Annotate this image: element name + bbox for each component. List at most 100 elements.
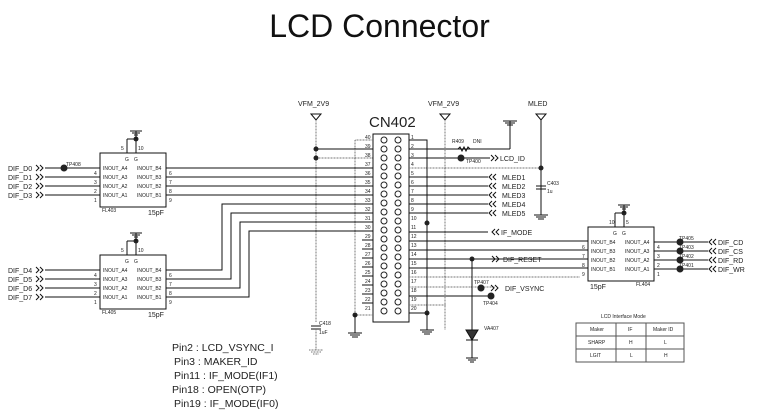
- pin-label: INOUT_B2: [137, 286, 162, 292]
- pin-number: 34: [365, 189, 371, 195]
- pin-number: 1: [411, 135, 414, 141]
- pin-number: 5: [121, 248, 124, 254]
- ground-icon: [130, 232, 142, 238]
- c403-value: 1u: [547, 189, 553, 195]
- offpage-connector-icon: [35, 164, 44, 172]
- pin-number: 33: [365, 198, 371, 204]
- tp404-label: TP404: [483, 301, 498, 307]
- table-cell: LGIT: [590, 353, 601, 359]
- pin-number: 4: [94, 171, 97, 177]
- filter-ref: FL405: [102, 310, 116, 316]
- pin-number: 29: [365, 234, 371, 240]
- filter-cap: 15pF: [590, 284, 606, 291]
- pin-circle: [380, 190, 388, 198]
- pin-number: 8: [169, 189, 172, 195]
- ground-icon: [420, 329, 434, 335]
- offpage-connector-icon: [708, 256, 717, 264]
- filter-ref: FL404: [636, 282, 650, 288]
- lcd-interface-mode-table: LCD Interface Mode Maker IF Maker ID SHA…: [575, 314, 685, 363]
- pin-label: INOUT_B1: [591, 267, 616, 273]
- signal-label: DIF_CD: [718, 240, 743, 247]
- table-cell: H: [629, 340, 633, 346]
- mled-net-label: MLED4: [502, 202, 525, 209]
- pin-number: 3: [657, 254, 660, 260]
- pin-number: 6: [169, 171, 172, 177]
- pin-label: INOUT_B2: [591, 258, 616, 264]
- pin-number: 4: [94, 273, 97, 279]
- fl403-bus: [166, 167, 373, 196]
- pin-note: Pin19 : IF_MODE(IF0): [174, 398, 278, 410]
- pin-circle: [394, 190, 402, 198]
- dni-label: DNI: [473, 139, 482, 145]
- pin-circle: [394, 280, 402, 288]
- pin-circle: [380, 289, 388, 297]
- junction-dot: [313, 155, 319, 161]
- offpage-connector-icon: [488, 173, 497, 181]
- filter-body: [99, 254, 167, 310]
- pin-number: 9: [169, 300, 172, 306]
- pin-circle: [394, 154, 402, 162]
- ground-icon: [309, 349, 323, 355]
- pin-number: 4: [411, 162, 414, 168]
- pin-number: 26: [365, 261, 371, 267]
- pin-label: INOUT_A2: [103, 184, 128, 190]
- pin-number: 13: [411, 243, 417, 249]
- pin-label: INOUT_A4: [103, 166, 128, 172]
- pin-number: 4: [657, 245, 660, 251]
- power-vfm-left: VFM_2V9: [298, 101, 329, 322]
- table-cell: L: [630, 353, 633, 359]
- testpoint-label: TP408: [66, 162, 81, 168]
- pin-note: Pin11 : IF_MODE(IF1): [174, 370, 278, 382]
- pin-number: 30: [365, 225, 371, 231]
- dif-reset-label: DIF_RESET: [503, 257, 542, 264]
- pin-label: INOUT_B4: [591, 240, 616, 246]
- pin-circle: [394, 307, 402, 315]
- ground-icon: [618, 204, 630, 210]
- connector-left-stubs: [362, 239, 373, 304]
- pin-circle: [394, 298, 402, 306]
- testpoint-label: TP403: [679, 245, 694, 251]
- pin-number: 19: [411, 297, 417, 303]
- c403-ref: C403: [547, 181, 559, 187]
- testpoint-tp407: [477, 284, 485, 292]
- pin-circle: [380, 154, 388, 162]
- pin-label: INOUT_A1: [103, 193, 128, 199]
- pin-circle: [394, 145, 402, 153]
- pin-number: 10: [138, 146, 144, 152]
- pin-number: 7: [411, 189, 414, 195]
- testpoint: [676, 247, 684, 255]
- pin-number: 37: [365, 162, 371, 168]
- mled-net-label: MLED1: [502, 175, 525, 182]
- pin-number: 9: [411, 207, 414, 213]
- pin-circle: [380, 235, 388, 243]
- va407-label: VA407: [484, 326, 499, 332]
- pin-number: 32: [365, 207, 371, 213]
- pin-circle: [394, 208, 402, 216]
- pin-number: 5: [121, 146, 124, 152]
- pin-number: 35: [365, 180, 371, 186]
- pin-number: 14: [411, 252, 417, 258]
- filter-body: [587, 226, 655, 282]
- connector-body: [372, 133, 410, 323]
- signal-label: DIF_CS: [718, 249, 743, 256]
- pin-number: 9: [582, 272, 585, 278]
- pin-number: 18: [411, 288, 417, 294]
- pin-number: 3: [94, 282, 97, 288]
- pin-circle: [380, 253, 388, 261]
- signal-label: DIF_D7: [8, 295, 32, 302]
- pin-number: 16: [411, 270, 417, 276]
- ground-icon: [130, 130, 142, 136]
- pin-number: 1: [657, 272, 660, 278]
- pin-number: 1: [94, 300, 97, 306]
- pin-circle: [394, 244, 402, 252]
- offpage-connector-icon: [35, 275, 44, 283]
- pin-number: 17: [411, 279, 417, 285]
- offpage-connector-icon: [490, 154, 499, 162]
- pin-number: 40: [365, 135, 371, 141]
- pin-note: Pin3 : MAKER_ID: [174, 356, 258, 368]
- mled-label: MLED: [528, 101, 547, 108]
- pin-label: INOUT_A4: [103, 268, 128, 274]
- pin-number: 21: [365, 306, 371, 312]
